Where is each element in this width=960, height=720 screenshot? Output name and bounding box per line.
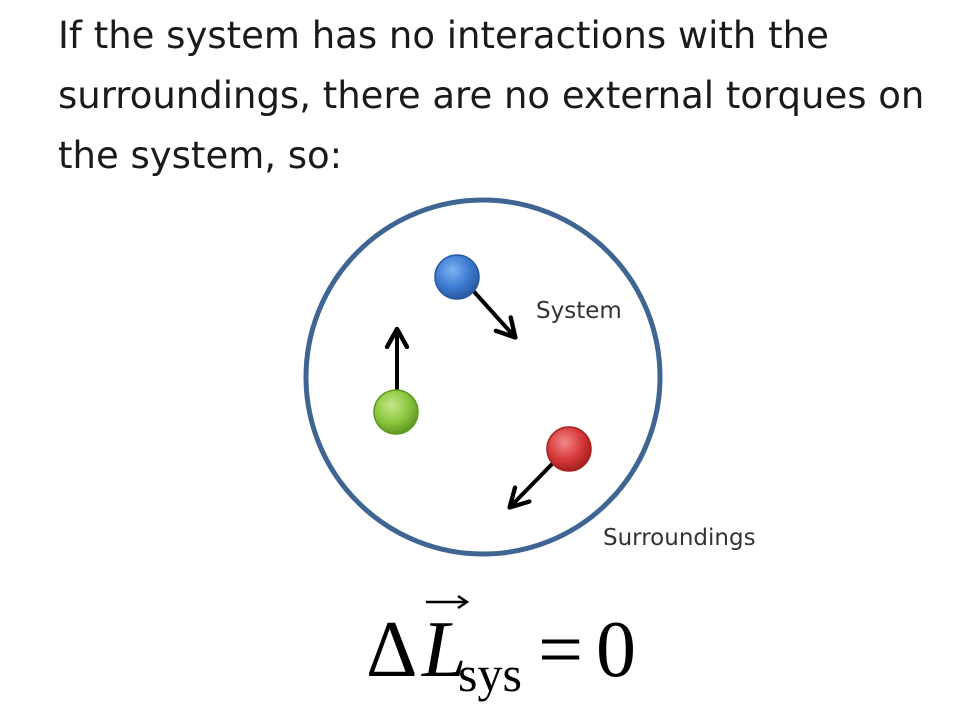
green-particle — [373, 389, 419, 435]
equation-symbol: L — [422, 606, 467, 694]
system-boundary — [303, 197, 663, 557]
equation-delta: Δ — [366, 606, 418, 694]
vector-arrow-icon — [426, 595, 470, 609]
system-label: System — [536, 298, 622, 324]
conservation-equation: Δ L sys = 0 — [360, 592, 680, 712]
red-particle — [546, 426, 592, 472]
equation-rhs: 0 — [596, 606, 636, 694]
equation-equals: = — [538, 606, 584, 694]
blue-momentum-arrow — [466, 283, 514, 336]
surroundings-label: Surroundings — [603, 525, 756, 551]
equation-subscript: sys — [458, 646, 522, 702]
red-momentum-arrow — [511, 458, 558, 506]
slide-title: If the system has no interactions with t… — [58, 14, 925, 177]
blue-particle — [434, 254, 480, 300]
